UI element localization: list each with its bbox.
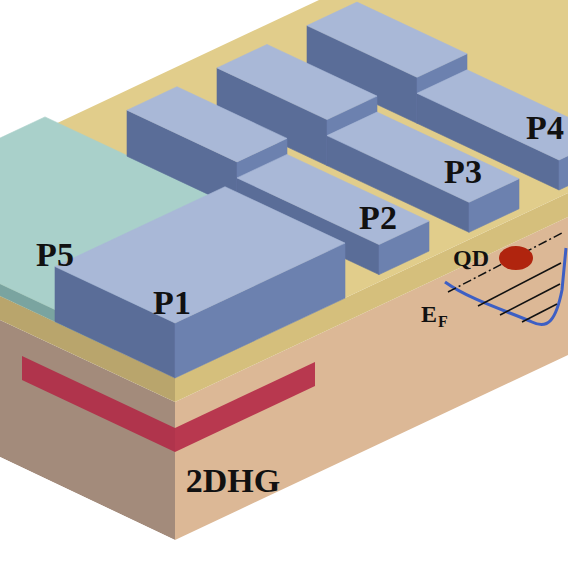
hole-gas-label: 2DHG <box>186 464 280 498</box>
gate-label: P5 <box>36 238 74 272</box>
gate-label: P4 <box>526 111 564 145</box>
gate-label: P1 <box>153 286 191 320</box>
background <box>0 355 568 568</box>
gate-top-face <box>217 44 377 119</box>
gate-top-face <box>127 87 287 162</box>
quantum-dot <box>499 246 533 270</box>
quantum-dot-label: QD <box>453 246 489 270</box>
gate-top-face <box>307 2 467 77</box>
fermi-level-label: E <box>421 302 437 326</box>
energy-level-line <box>500 284 560 315</box>
energy-level-line <box>522 304 557 322</box>
gate-top-face <box>55 187 345 323</box>
gate-electrodes <box>0 2 568 378</box>
gate-label: P3 <box>444 155 482 189</box>
fermi-level-line <box>448 233 562 292</box>
fermi-level-subscript: F <box>438 314 448 330</box>
gate-label: P2 <box>359 201 397 235</box>
